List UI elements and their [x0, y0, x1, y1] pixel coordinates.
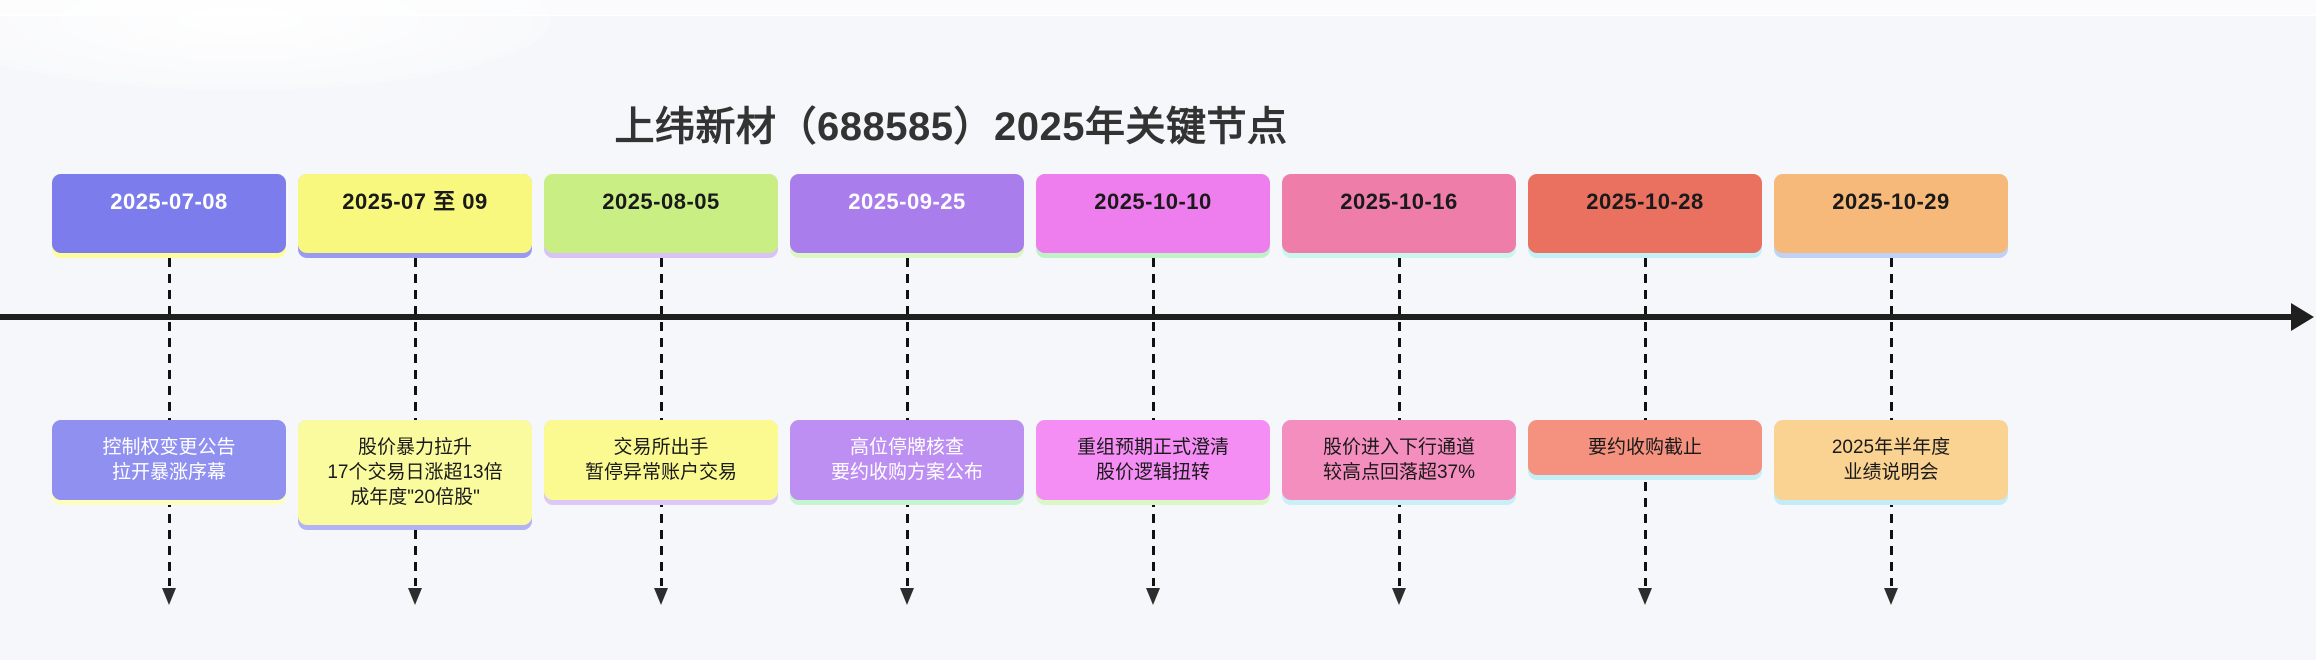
event-text-line: 暂停异常账户交易: [584, 462, 737, 483]
event-box: 股价进入下行通道 较高点回落超37%: [1282, 420, 1516, 505]
timeline-column: 2025-10-10 重组预期正式澄清 股价逻辑扭转: [1036, 0, 1270, 660]
down-arrow-icon: [1146, 588, 1160, 605]
date-box: 2025-10-10: [1036, 174, 1270, 258]
down-arrow-icon: [1884, 588, 1898, 605]
event-text: 控制权变更公告 拉开暴涨序幕: [52, 420, 286, 500]
timeline-column: 2025-07 至 09 股价暴力拉升 17个交易日涨超13倍 成年度"20倍股…: [298, 0, 532, 660]
event-box: 交易所出手 暂停异常账户交易: [544, 420, 778, 505]
event-text-line: 要约收购截止: [1587, 437, 1702, 458]
event-text: 交易所出手 暂停异常账户交易: [544, 420, 778, 500]
date-box: 2025-09-25: [790, 174, 1024, 258]
event-text-line: 股价暴力拉升: [357, 437, 472, 458]
event-text: 要约收购截止: [1528, 420, 1762, 475]
event-text-line: 17个交易日涨超13倍: [327, 462, 503, 483]
event-text: 重组预期正式澄清 股价逻辑扭转: [1036, 420, 1270, 500]
date-box: 2025-07 至 09: [298, 174, 532, 258]
timeline-column: 2025-10-16 股价进入下行通道 较高点回落超37%: [1282, 0, 1516, 660]
date-label: 2025-08-05: [544, 174, 778, 253]
timeline-column: 2025-07-08 控制权变更公告 拉开暴涨序幕: [52, 0, 286, 660]
timeline-axis-line: [0, 314, 2292, 320]
date-label: 2025-10-28: [1528, 174, 1762, 253]
top-sheen-strip: [0, 0, 2316, 16]
event-text-line: 拉开暴涨序幕: [111, 462, 226, 483]
event-text: 股价进入下行通道 较高点回落超37%: [1282, 420, 1516, 500]
timeline-column: 2025-10-29 2025年半年度 业绩说明会: [1774, 0, 2008, 660]
date-box: 2025-08-05: [544, 174, 778, 258]
event-box: 重组预期正式澄清 股价逻辑扭转: [1036, 420, 1270, 505]
date-label: 2025-09-25: [790, 174, 1024, 253]
down-arrow-icon: [654, 588, 668, 605]
date-label: 2025-07 至 09: [298, 174, 532, 253]
event-text-line: 股价进入下行通道: [1322, 437, 1475, 458]
date-label: 2025-10-29: [1774, 174, 2008, 253]
timeline-column: 2025-08-05 交易所出手 暂停异常账户交易: [544, 0, 778, 660]
event-text-line: 高位停牌核查: [849, 437, 964, 458]
down-arrow-icon: [900, 588, 914, 605]
event-text-line: 较高点回落超37%: [1322, 462, 1476, 483]
down-arrow-icon: [1638, 588, 1652, 605]
event-box: 要约收购截止: [1528, 420, 1762, 480]
diagram-title: 上纬新材（688585）2025年关键节点: [614, 105, 1288, 149]
event-text-line: 控制权变更公告: [102, 437, 236, 458]
event-text-line: 2025年半年度: [1831, 437, 1951, 458]
event-text: 股价暴力拉升 17个交易日涨超13倍 成年度"20倍股": [298, 420, 532, 525]
down-arrow-icon: [162, 588, 176, 605]
date-label: 2025-10-10: [1036, 174, 1270, 253]
event-text-line: 交易所出手: [613, 437, 709, 458]
date-label: 2025-10-16: [1282, 174, 1516, 253]
date-box: 2025-10-16: [1282, 174, 1516, 258]
event-text-line: 业绩说明会: [1843, 462, 1939, 483]
event-box: 股价暴力拉升 17个交易日涨超13倍 成年度"20倍股": [298, 420, 532, 530]
event-text: 2025年半年度 业绩说明会: [1774, 420, 2008, 500]
date-box: 2025-10-28: [1528, 174, 1762, 258]
date-box: 2025-10-29: [1774, 174, 2008, 258]
event-box: 高位停牌核查 要约收购方案公布: [790, 420, 1024, 505]
event-text-line: 要约收购方案公布: [830, 462, 983, 483]
down-arrow-icon: [1392, 588, 1406, 605]
event-text: 高位停牌核查 要约收购方案公布: [790, 420, 1024, 500]
timeline-column: 2025-10-28 要约收购截止: [1528, 0, 1762, 660]
date-box: 2025-07-08: [52, 174, 286, 258]
right-arrow-icon: [2291, 303, 2314, 331]
event-box: 2025年半年度 业绩说明会: [1774, 420, 2008, 505]
event-text-line: 股价逻辑扭转: [1095, 462, 1210, 483]
date-label: 2025-07-08: [52, 174, 286, 253]
event-box: 控制权变更公告 拉开暴涨序幕: [52, 420, 286, 505]
event-text-line: 重组预期正式澄清: [1076, 437, 1229, 458]
down-arrow-icon: [408, 588, 422, 605]
timeline-column: 2025-09-25 高位停牌核查 要约收购方案公布: [790, 0, 1024, 660]
event-text-line: 成年度"20倍股": [350, 487, 480, 508]
